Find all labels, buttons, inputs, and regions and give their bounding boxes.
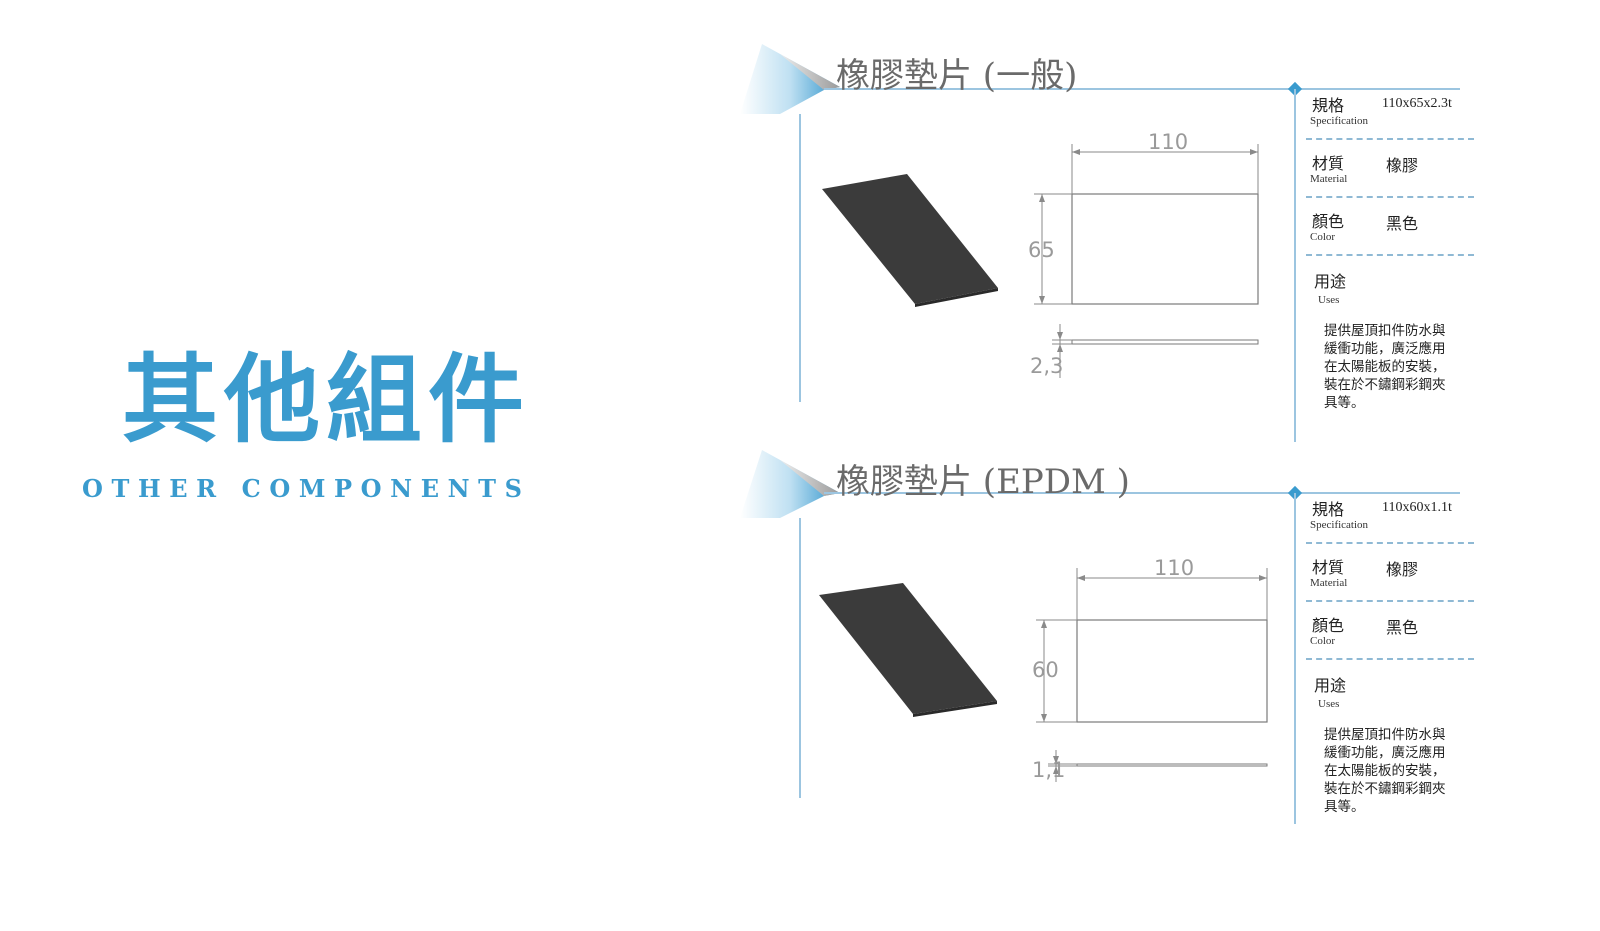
spec-row-specification: 規格 Specification 110x60x1.1t [1306, 486, 1474, 544]
header-tab-shape [740, 450, 840, 518]
spec-label-en: Specification [1310, 115, 1369, 127]
color-label: 顏色 [1312, 212, 1345, 231]
drawing-top-view [1076, 619, 1268, 723]
spec-table: 規格 Specification 110x65x2.3t 材質 Material… [1306, 82, 1474, 416]
dimension-length: 110 [1154, 556, 1195, 580]
product-card-general-gasket: 橡膠墊片 (一般) 110 65 2,3 規格 Specification 11… [740, 42, 1520, 442]
header-tab-shade [780, 460, 840, 496]
spec-value: 110x60x1.1t [1382, 500, 1452, 515]
gasket-3d-edge [915, 288, 998, 307]
material-label-en: Material [1310, 173, 1348, 185]
dimension-thickness: 2,3 [1030, 354, 1064, 378]
spec-row-specification: 規格 Specification 110x65x2.3t [1306, 82, 1474, 140]
material-label-en: Material [1310, 577, 1348, 589]
header-tab-shade [780, 54, 840, 90]
spec-table: 規格 Specification 110x60x1.1t 材質 Material… [1306, 486, 1474, 820]
uses-label: 用途 [1314, 272, 1347, 291]
drawing-side-view [1076, 763, 1268, 767]
product-title: 橡膠墊片 (一般) [836, 56, 1078, 96]
spec-label: 規格 [1312, 500, 1345, 519]
card-frame [740, 450, 1460, 824]
product-card-epdm-gasket: 橡膠墊片 (EPDM ) 110 60 1,1 規格 Specification… [740, 448, 1520, 828]
uses-label: 用途 [1314, 676, 1347, 695]
material-value: 橡膠 [1386, 560, 1419, 579]
spec-value: 110x65x2.3t [1382, 96, 1452, 111]
color-label-en: Color [1310, 231, 1336, 243]
uses-description: 提供屋頂扣件防水與緩衝功能，廣泛應用在太陽能板的安裝，裝在於不鏽鋼彩鋼夾具等。 [1324, 323, 1446, 411]
color-value: 黑色 [1386, 214, 1419, 233]
page-title: 其他組件 [122, 344, 530, 456]
spec-row-uses: 用途 Uses 提供屋頂扣件防水與緩衝功能，廣泛應用在太陽能板的安裝，裝在於不鏽… [1306, 660, 1474, 820]
material-value: 橡膠 [1386, 156, 1419, 175]
drawing-top-view [1071, 193, 1259, 305]
gasket-3d-edge [913, 701, 997, 717]
color-value: 黑色 [1386, 618, 1419, 637]
spec-label: 規格 [1312, 96, 1345, 115]
dimension-thickness: 1,1 [1032, 758, 1066, 782]
material-label: 材質 [1312, 558, 1345, 577]
spec-row-color: 顏色 Color 黑色 [1306, 198, 1474, 256]
spec-label-en: Specification [1310, 519, 1369, 531]
color-label: 顏色 [1312, 616, 1345, 635]
gasket-3d-render [819, 583, 997, 714]
dimension-width: 60 [1032, 658, 1059, 682]
card-frame [740, 44, 1460, 442]
page-subtitle: OTHER COMPONENTS [82, 474, 531, 503]
spec-row-material: 材質 Material 橡膠 [1306, 544, 1474, 602]
spec-row-material: 材質 Material 橡膠 [1306, 140, 1474, 198]
uses-label-en: Uses [1318, 294, 1340, 306]
color-label-en: Color [1310, 635, 1336, 647]
uses-label-en: Uses [1318, 698, 1340, 710]
header-tab-shape [740, 44, 840, 114]
material-label: 材質 [1312, 154, 1345, 173]
product-title: 橡膠墊片 (EPDM ) [836, 462, 1130, 502]
uses-description: 提供屋頂扣件防水與緩衝功能，廣泛應用在太陽能板的安裝，裝在於不鏽鋼彩鋼夾具等。 [1324, 727, 1446, 815]
dimension-length: 110 [1148, 130, 1189, 154]
dimension-width: 65 [1028, 238, 1055, 262]
spec-row-uses: 用途 Uses 提供屋頂扣件防水與緩衝功能，廣泛應用在太陽能板的安裝，裝在於不鏽… [1306, 256, 1474, 416]
drawing-side-view [1071, 339, 1259, 345]
gasket-3d-render [822, 174, 998, 304]
spec-row-color: 顏色 Color 黑色 [1306, 602, 1474, 660]
